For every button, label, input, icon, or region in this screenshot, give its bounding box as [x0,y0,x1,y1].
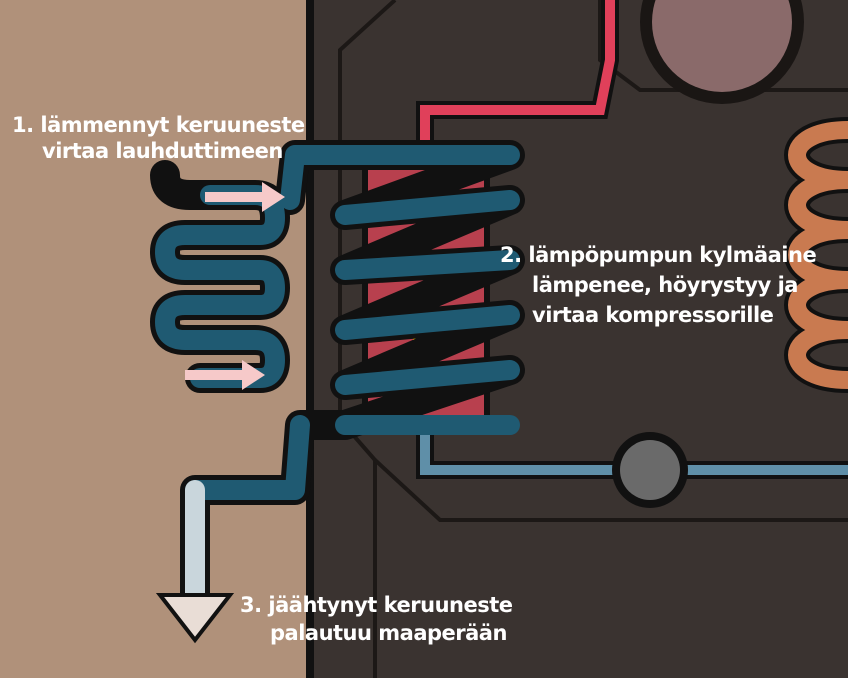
label-line: virtaa lauhduttimeen [42,139,283,163]
step-number: 1. [12,113,34,137]
label-step-3: 3. jäähtynyt keruuneste palautuu maaperä… [240,593,513,645]
label-step-2: 2. lämpöpumpun kylmäaine lämpenee, höyry… [500,243,817,327]
label-line: virtaa kompressorille [532,303,774,327]
return-arrow-head [155,593,235,644]
refrigerant-out-pipe [416,0,619,170]
label-line: jäähtynyt keruuneste [267,593,512,617]
step-number: 2. [500,243,522,267]
svg-text:3. jäähtynyt keruuneste: 3. jäähtynyt keruuneste [240,593,513,617]
svg-text:1. lämmennyt keruuneste: 1. lämmennyt keruuneste [12,113,305,137]
label-step-1: 1. lämmennyt keruuneste virtaa lauhdutti… [12,113,305,163]
label-line: lämmennyt keruuneste [40,113,304,137]
label-line: lämpöpumpun kylmäaine [528,243,816,267]
svg-text:2. lämpöpumpun kylmäaine: 2. lämpöpumpun kylmäaine [500,243,816,267]
refrigerant-in-pipe [416,420,848,479]
flow-arrow [185,182,285,390]
condenser-coil [784,117,848,393]
brine-pipe [150,140,525,625]
label-line: palautuu maaperään [270,621,507,645]
label-line: lämpenee, höyrystyy ja [532,273,798,297]
step-number: 3. [240,593,262,617]
